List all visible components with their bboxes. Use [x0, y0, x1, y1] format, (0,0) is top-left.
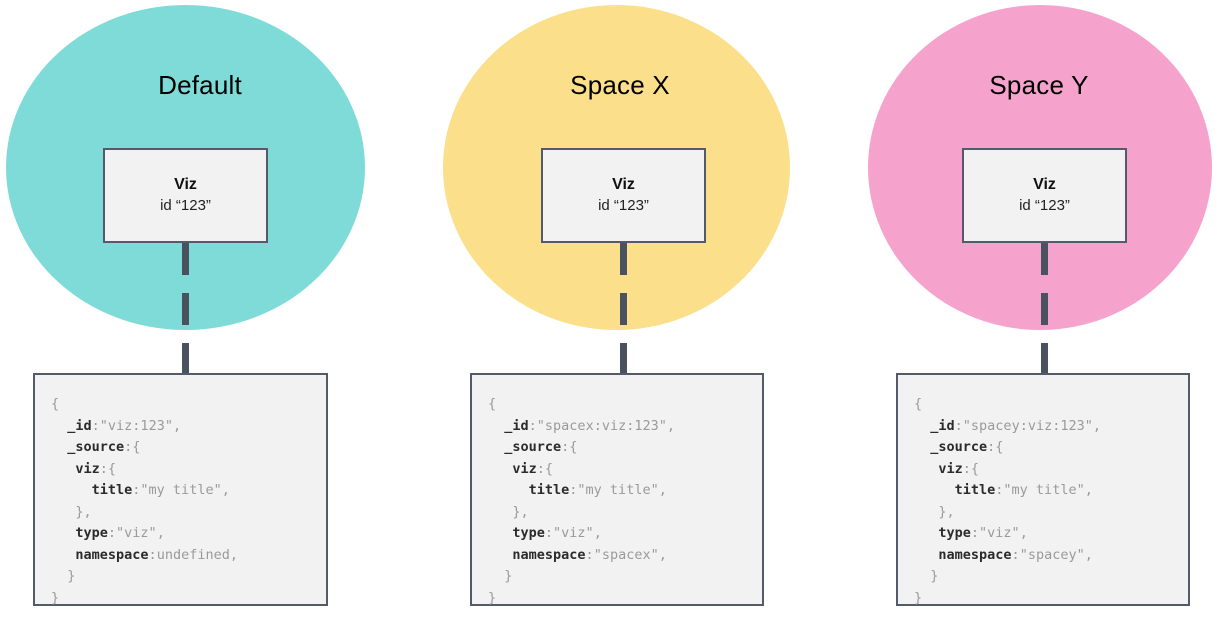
column-default: Default Viz id “123” { _id:"viz:123", _s… — [0, 0, 400, 622]
json-key-type: type — [938, 525, 971, 541]
json-open-brace: { — [488, 396, 497, 412]
viz-node-title: Viz — [1033, 176, 1056, 194]
json-colon-namespace: : — [585, 546, 594, 563]
json-comma-namespace: , — [658, 546, 667, 563]
json-key-id: _id — [930, 417, 955, 434]
json-value-type: "viz" — [116, 525, 157, 541]
json-comma-title: , — [658, 482, 667, 498]
json-key-type: type — [75, 525, 108, 541]
json-key-viz: viz — [512, 460, 537, 477]
viz-node-default: Viz id “123” — [103, 148, 268, 243]
json-colon-open: :{ — [124, 439, 141, 455]
space-title-spacey: Space Y — [989, 70, 1089, 100]
viz-node-subtitle: id “123” — [160, 197, 211, 215]
json-key-viz: viz — [75, 460, 100, 477]
json-close-viz: }, — [75, 503, 92, 520]
json-comma-type: , — [593, 525, 602, 541]
json-value-type: "viz" — [553, 525, 594, 541]
json-key-title: title — [91, 482, 133, 498]
json-key-id: _id — [67, 417, 92, 434]
json-key-title: title — [528, 482, 570, 498]
json-colon: : — [91, 417, 100, 434]
json-value-id: "spacex:viz:123" — [536, 417, 667, 434]
json-value-namespace: "spacey" — [1019, 546, 1085, 563]
json-colon-type: : — [107, 525, 117, 541]
json-comma-type: , — [156, 525, 165, 541]
json-close-source: } — [67, 568, 76, 584]
json-key-source: _source — [504, 439, 562, 455]
json-colon-title: : — [995, 482, 1004, 498]
json-key-type: type — [512, 525, 545, 541]
json-comma: , — [1092, 417, 1101, 434]
json-comma-title: , — [221, 482, 230, 498]
json-colon-type: : — [970, 525, 980, 541]
json-value-id: "spacey:viz:123" — [962, 417, 1093, 434]
json-colon-open: :{ — [561, 439, 578, 455]
column-spacey: Space Y Viz id “123” { _id:"spacey:viz:1… — [850, 0, 1228, 622]
json-colon-open: :{ — [987, 439, 1004, 455]
viz-node-subtitle: id “123” — [1019, 197, 1070, 215]
viz-node-title: Viz — [612, 176, 635, 194]
json-key-viz: viz — [938, 460, 963, 477]
json-colon-namespace: : — [148, 546, 157, 563]
json-value-namespace: undefined — [156, 546, 230, 563]
json-key-namespace: namespace — [512, 546, 586, 563]
viz-node-title: Viz — [174, 176, 197, 194]
space-title-spacex: Space X — [570, 70, 670, 100]
json-comma-namespace: , — [229, 546, 238, 563]
viz-node-spacex: Viz id “123” — [541, 148, 706, 243]
dashed-connector-icon — [182, 243, 189, 374]
json-key-namespace: namespace — [75, 546, 149, 563]
json-value-title: "my title" — [140, 482, 222, 498]
dashed-connector-icon — [620, 243, 627, 374]
json-open-brace: { — [51, 396, 60, 412]
json-close-viz: }, — [512, 503, 529, 520]
json-close-root: } — [914, 589, 923, 606]
dashed-connector-icon — [1041, 243, 1048, 374]
document-json-spacey: { _id:"spacey:viz:123", _source:{ viz:{ … — [896, 373, 1190, 606]
document-json-default: { _id:"viz:123", _source:{ viz:{ title:"… — [33, 373, 328, 606]
space-title-default: Default — [158, 70, 242, 100]
json-open-brace: { — [914, 396, 923, 412]
json-comma: , — [172, 417, 182, 434]
json-key-id: _id — [504, 417, 529, 434]
json-colon-type: : — [544, 525, 554, 541]
json-comma-title: , — [1084, 482, 1093, 498]
json-key-source: _source — [67, 439, 125, 455]
json-colon-title: : — [569, 482, 578, 498]
json-value-namespace: "spacex" — [593, 546, 659, 563]
json-value-id: "viz:123" — [99, 417, 173, 434]
json-key-source: _source — [930, 439, 988, 455]
json-colon-open-viz: :{ — [99, 460, 117, 477]
json-close-source: } — [504, 568, 513, 584]
json-value-type: "viz" — [979, 525, 1020, 541]
json-value-title: "my title" — [1003, 482, 1085, 498]
document-json-spacex: { _id:"spacex:viz:123", _source:{ viz:{ … — [470, 373, 764, 606]
json-colon-title: : — [132, 482, 141, 498]
json-value-title: "my title" — [577, 482, 659, 498]
json-close-root: } — [488, 589, 497, 606]
viz-node-subtitle: id “123” — [598, 197, 649, 215]
json-comma: , — [666, 417, 675, 434]
json-colon-namespace: : — [1011, 546, 1020, 563]
json-colon-open-viz: :{ — [962, 460, 980, 477]
json-close-viz: }, — [938, 503, 955, 520]
json-colon: : — [528, 417, 537, 434]
json-key-namespace: namespace — [938, 546, 1012, 563]
json-colon: : — [954, 417, 963, 434]
json-close-source: } — [930, 568, 939, 584]
column-spacex: Space X Viz id “123” { _id:"spacex:viz:1… — [430, 0, 810, 622]
json-colon-open-viz: :{ — [536, 460, 554, 477]
json-comma-namespace: , — [1084, 546, 1093, 563]
json-close-root: } — [51, 589, 60, 606]
json-key-title: title — [954, 482, 996, 498]
viz-node-spacey: Viz id “123” — [962, 148, 1127, 243]
json-comma-type: , — [1019, 525, 1028, 541]
